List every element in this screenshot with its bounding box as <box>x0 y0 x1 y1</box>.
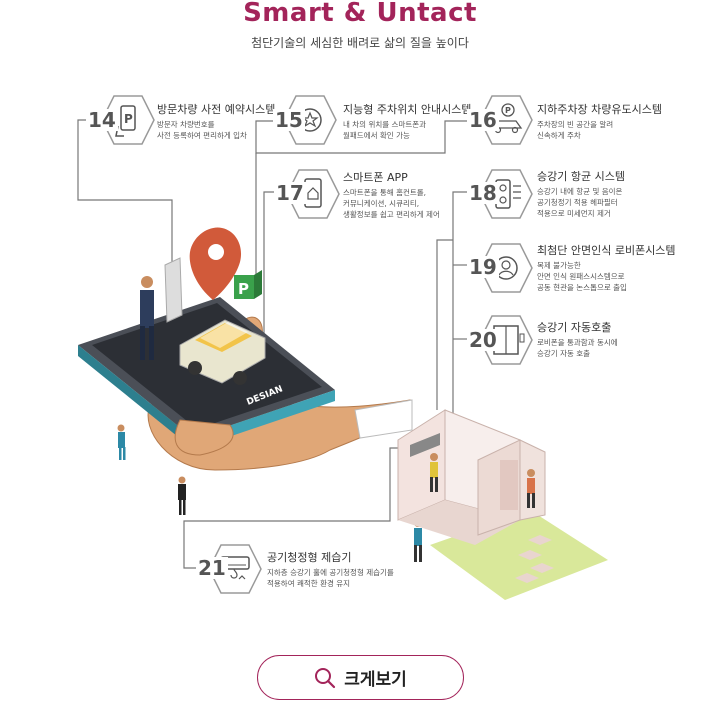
feature-desc-line: 신속하게 주차 <box>537 131 581 140</box>
feature-title: 스마트폰 APP <box>343 171 408 184</box>
feature-number: 17 <box>274 181 306 205</box>
feature-desc-line: 내 차의 위치를 스마트폰과 <box>343 120 427 129</box>
page-title: Smart & Untact <box>243 0 477 28</box>
feature-number: 15 <box>273 108 305 132</box>
feature-desc-line: 스마트폰을 통해 홈컨트롤, <box>343 188 427 197</box>
feature-desc-line: 커뮤니케이션, 시큐리티, <box>343 199 420 208</box>
feature-title: 승강기 항균 시스템 <box>537 170 625 183</box>
svg-text:P: P <box>505 106 511 115</box>
feature-desc-line: 승강기 내에 항균 및 음이온 <box>537 187 623 196</box>
feature-title: 지하주차장 차량유도시스템 <box>537 103 662 116</box>
feature-desc-line: 공동 현관을 논스톱으로 출입 <box>537 283 627 292</box>
feature-number: 14 <box>86 108 118 132</box>
feature-desc-line: 지하층 승강기 홀에 공기청정형 제습기를 <box>267 568 394 577</box>
page-subtitle: 첨단기술의 세심한 배려로 삶의 질을 높이다 <box>251 36 469 50</box>
feature-desc-line: 월패드에서 확인 가능 <box>343 131 410 140</box>
parking-sign-label: P <box>238 280 249 298</box>
feature-number: 20 <box>467 328 499 352</box>
feature-desc-line: 안면 인식 원패스시스템으로 <box>537 272 625 281</box>
feature-desc-line: 적용하여 쾌적한 환경 유지 <box>267 579 351 588</box>
magnifier-icon <box>315 667 336 688</box>
feature-desc-line: 공기청정기 적용 헤파필터 <box>537 198 618 207</box>
elevator-icon <box>479 315 533 365</box>
svg-text:P: P <box>124 112 133 126</box>
feature-title: 공기청정형 제습기 <box>267 551 352 564</box>
feature-desc-line: 적용으로 미세먼지 제거 <box>537 209 611 218</box>
feature-desc-line: 복제 불가능한 <box>537 261 581 270</box>
feature-desc-line: 승강기 자동 호출 <box>537 349 591 358</box>
feature-title: 지능형 주차위치 안내시스템 <box>343 103 472 116</box>
zoom-in-button[interactable]: 크게보기 <box>257 655 464 700</box>
zoom-button-label: 크게보기 <box>344 670 407 690</box>
feature-desc-line: 사전 등록하여 편리하게 입차 <box>157 131 247 140</box>
feature-desc-line: 방문자 차량번호를 <box>157 120 215 129</box>
feature-number: 18 <box>467 181 499 205</box>
feature-desc-line: 생활정보를 쉽고 편리하게 제어 <box>343 210 440 219</box>
feature-desc-line: 주차장의 빈 공간을 알려 <box>537 120 614 129</box>
feature-desc-line: 로비폰을 통과함과 동시에 <box>537 338 618 347</box>
feature-title: 최첨단 안면인식 로비폰시스템 <box>537 244 676 257</box>
feature-number: 19 <box>467 255 499 279</box>
feature-number: 16 <box>467 108 499 132</box>
feature-number: 21 <box>196 556 228 580</box>
feature-title: 방문차량 사전 예약시스템 <box>157 103 276 116</box>
feature-title: 승강기 자동호출 <box>537 321 612 334</box>
